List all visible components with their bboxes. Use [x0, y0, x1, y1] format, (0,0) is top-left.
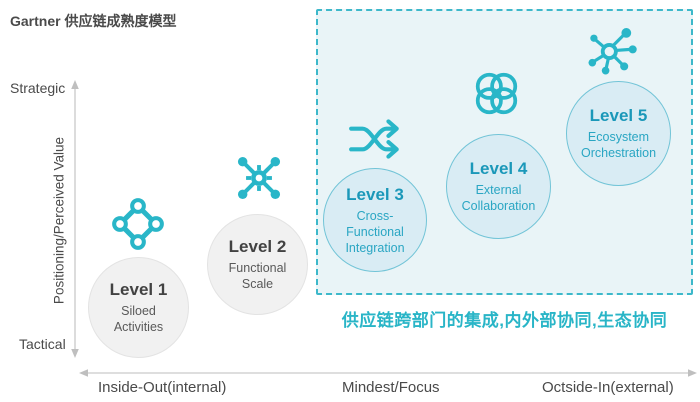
level-5-name: Level 5 [589, 106, 648, 125]
x-axis-left-arrow-icon [79, 369, 88, 377]
level-1-circle: Level 1 Siloed Activities [88, 257, 189, 358]
y-axis-title: Positioning/Perceived Value [51, 136, 67, 305]
level-1-subtitle: Siloed Activities [113, 304, 164, 334]
level-3-subtitle: Cross-Functional Integration [345, 208, 405, 255]
gear-network-icon [237, 156, 281, 200]
y-axis-top-label: Strategic [10, 80, 66, 96]
level-5-circle: Level 5 Ecosystem Orchestration [566, 81, 671, 186]
x-axis-label-inside-out: Inside-Out(internal) [98, 379, 227, 396]
level-2-subtitle: Functional Scale [228, 261, 287, 291]
x-axis-right-arrow-icon [688, 369, 697, 377]
y-axis-bottom-label: Tactical [19, 336, 66, 352]
level-4-subtitle: External Collaboration [461, 183, 536, 213]
x-axis-label-mindset-focus: Mindest/Focus [342, 379, 440, 396]
x-axis-label-outside-in: Octside-In(external) [542, 379, 674, 396]
level-2-circle: Level 2 Functional Scale [207, 214, 308, 315]
level-5-subtitle: Ecosystem Orchestration [580, 130, 657, 160]
overlapping-circles-icon [475, 72, 518, 115]
level-4-circle: Level 4 External Collaboration [446, 134, 551, 239]
level-3-circle: Level 3 Cross-Functional Integration [323, 168, 427, 272]
shuffle-arrows-icon [349, 119, 399, 159]
level-4-name: Level 4 [469, 159, 528, 178]
level-2-name: Level 2 [228, 237, 287, 256]
linked-nodes-diamond-icon [112, 198, 164, 250]
highlight-region-caption: 供应链跨部门的集成,内外部协同,生态协同 [341, 311, 668, 330]
y-axis-down-arrow-icon [71, 349, 79, 358]
y-axis-up-arrow-icon [71, 80, 79, 89]
hub-network-icon [588, 28, 637, 75]
level-1-name: Level 1 [109, 280, 168, 299]
diagram-title: Gartner 供应链成熟度模型 [10, 13, 177, 29]
level-3-name: Level 3 [346, 184, 404, 204]
